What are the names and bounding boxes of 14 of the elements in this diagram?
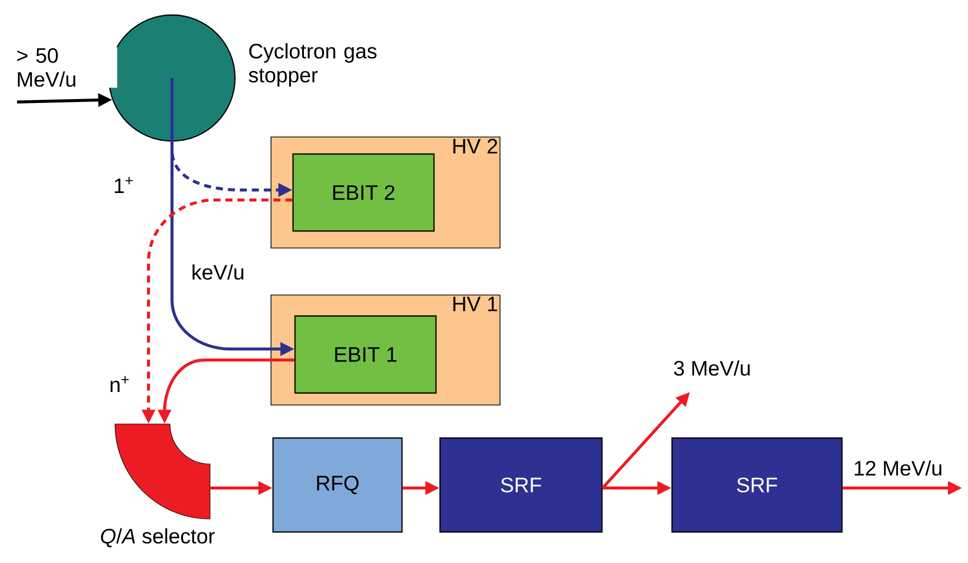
beamline-box: RFQ: [272, 437, 403, 533]
edge-label: 3 MeV/u: [672, 359, 752, 377]
beam-label: keV/u: [192, 264, 244, 280]
node-label: Cyclotron gas stopper: [248, 43, 376, 87]
beam-label: 1$^{+}$: [114, 177, 133, 193]
selector-drawing: Q/A selector: [100, 424, 215, 548]
edge-label: > 50 MeV/u: [15, 47, 118, 88]
beamline-box: EBIT 2: [292, 153, 435, 232]
beamline-box: EBIT 1: [294, 315, 437, 394]
node-label: Q/A selector: [100, 528, 215, 548]
edge-label: 12 MeV/u: [852, 459, 944, 477]
beamline-box: SRF: [439, 437, 603, 533]
beamline-box: SRF: [671, 437, 843, 533]
beam-label: n$^{+}$: [110, 376, 129, 392]
